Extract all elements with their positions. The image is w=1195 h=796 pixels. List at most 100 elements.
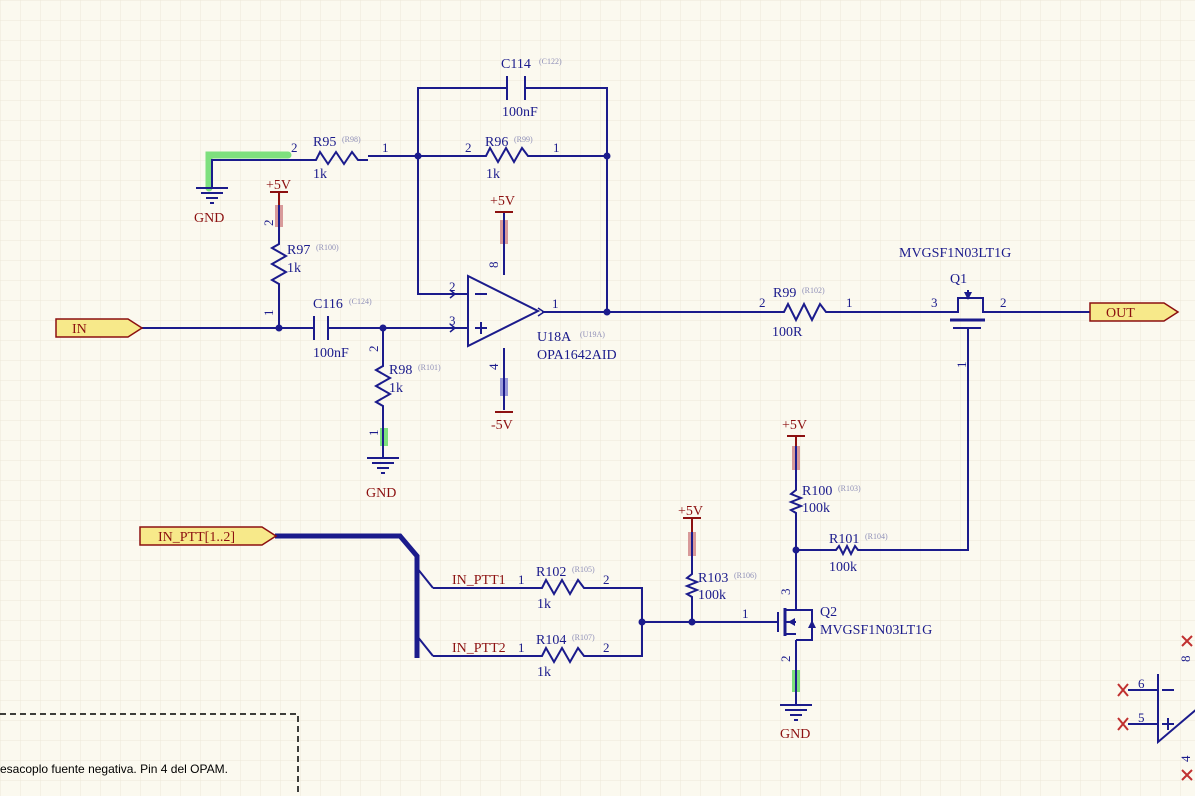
u18b-pin4: 4 [1178, 755, 1193, 762]
r100-alt: (R103) [838, 484, 861, 493]
pos5v-label-3: +5V [782, 418, 807, 433]
u18a-designator: U18A [537, 330, 572, 345]
r97-pin1: 1 [261, 310, 276, 317]
r99-pin2: 2 [759, 295, 766, 310]
r97-alt: (R100) [316, 243, 339, 252]
q1-value: MVGSF1N03LT1G [899, 246, 1011, 261]
r98-designator: R98 [389, 363, 412, 378]
r96-alt: (R99) [514, 135, 533, 144]
port-in-label: IN [72, 322, 87, 337]
q1-pin2: 2 [1000, 295, 1007, 310]
r102-designator: R102 [536, 565, 566, 580]
r101-body [830, 543, 860, 557]
r101-alt: (R104) [865, 532, 888, 541]
junction-dots [275, 152, 800, 626]
wires [142, 87, 1090, 705]
q1-pin3: 3 [931, 295, 938, 310]
mosfet-q1 [945, 290, 985, 335]
r104-alt: (R107) [572, 633, 595, 642]
u18a-value: OPA1642AID [537, 348, 617, 363]
r99-body [770, 301, 836, 323]
r99-designator: R99 [773, 286, 796, 301]
r96-value: 1k [486, 167, 500, 182]
mosfet-q2 [777, 608, 816, 641]
r104-pin2: 2 [603, 640, 610, 655]
r104-designator: R104 [536, 633, 566, 648]
u18a-pin4: 4 [486, 363, 501, 370]
q1-pin1: 1 [954, 362, 969, 369]
r95-body [300, 150, 368, 166]
r103-designator: R103 [698, 571, 728, 586]
r97-body [269, 228, 289, 290]
opamp-u18a [449, 274, 546, 348]
u18a-alt: (U19A) [580, 330, 605, 339]
q2-pin3: 3 [778, 589, 793, 596]
u18b-pin8: 8 [1178, 656, 1193, 663]
c116-value: 100nF [313, 346, 349, 361]
c114-value: 100nF [502, 105, 538, 120]
r99-value: 100R [772, 325, 803, 340]
u18a-pin2: 2 [449, 279, 456, 294]
u18a-pin3: 3 [449, 313, 456, 328]
r100-body [788, 485, 804, 515]
c116-designator: C116 [313, 297, 343, 312]
r95-pin1: 1 [382, 140, 389, 155]
r101-designator: R101 [829, 532, 859, 547]
r102-body [530, 577, 592, 597]
r103-value: 100k [698, 588, 726, 603]
r100-value: 100k [802, 501, 830, 516]
u18a-pin8: 8 [486, 262, 501, 269]
r95-designator: R95 [313, 135, 336, 150]
pos5v-label-4: +5V [678, 504, 703, 519]
r104-pin1: 1 [518, 640, 525, 655]
port-in[interactable]: IN [55, 318, 144, 338]
r98-pin2: 2 [366, 346, 381, 353]
pos5v-label-2: +5V [490, 194, 515, 209]
port-in-ptt-label: IN_PTT[1..2] [158, 530, 235, 545]
port-out-label: OUT [1106, 306, 1135, 321]
r95-pin2: 2 [291, 140, 298, 155]
r98-alt: (R101) [418, 363, 441, 372]
r102-pin2: 2 [603, 572, 610, 587]
r102-alt: (R105) [572, 565, 595, 574]
c116-alt: (C124) [349, 297, 372, 306]
opamp-u18b-partial [1117, 635, 1195, 781]
r96-designator: R96 [485, 135, 508, 150]
u18b-pin6: 6 [1138, 676, 1145, 691]
power-symbols [196, 187, 812, 721]
neg5v-label: -5V [491, 418, 513, 433]
r96-pin2: 2 [465, 140, 472, 155]
c116-body [313, 316, 329, 340]
gnd-label-3: GND [780, 727, 810, 742]
r100-designator: R100 [802, 484, 832, 499]
u18a-pin1: 1 [552, 296, 559, 311]
q2-designator: Q2 [820, 605, 837, 620]
pos5v-label-1: +5V [266, 178, 291, 193]
ptt-bus [275, 533, 420, 658]
r104-value: 1k [537, 665, 551, 680]
net-ptt2: IN_PTT2 [452, 641, 506, 656]
r98-pin1: 1 [366, 430, 381, 437]
r97-designator: R97 [287, 243, 310, 258]
r95-value: 1k [313, 167, 327, 182]
port-out[interactable]: OUT [1089, 302, 1180, 322]
c114-alt: (C122) [539, 57, 562, 66]
c114-body [506, 76, 526, 100]
net-ptt1: IN_PTT1 [452, 573, 506, 588]
r96-pin1: 1 [553, 140, 560, 155]
c114-designator: C114 [501, 57, 531, 72]
q2-value: MVGSF1N03LT1G [820, 623, 932, 638]
r98-value: 1k [389, 381, 403, 396]
r96-body [472, 145, 540, 165]
gnd-label-2: GND [366, 486, 396, 501]
q2-pin1: 1 [742, 606, 749, 621]
r95-alt: (R98) [342, 135, 361, 144]
port-in-ptt[interactable]: IN_PTT[1..2] [139, 526, 278, 546]
note-text: esacoplo fuente negativa. Pin 4 del OPAM… [0, 762, 228, 776]
r102-value: 1k [537, 597, 551, 612]
r97-value: 1k [287, 261, 301, 276]
r104-body [530, 645, 592, 665]
u18b-pin5: 5 [1138, 710, 1145, 725]
